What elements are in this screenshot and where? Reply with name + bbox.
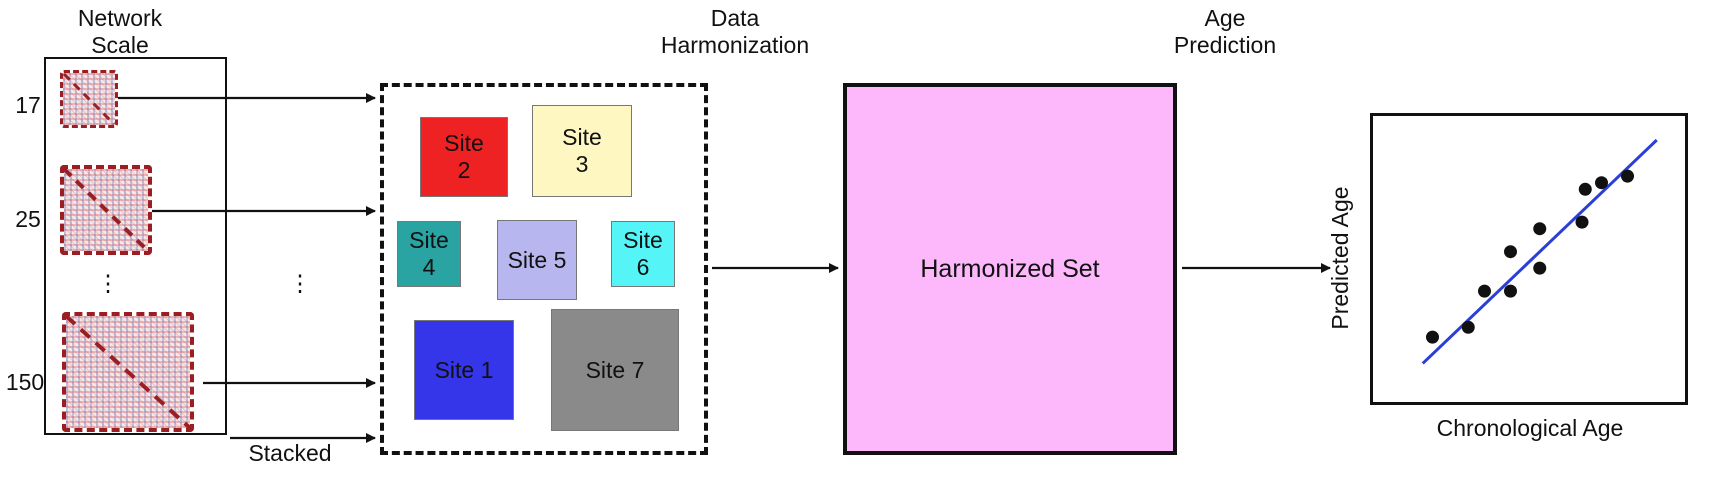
stacked-label: Stacked bbox=[248, 440, 332, 466]
scale-label-150: 150 bbox=[5, 369, 45, 395]
scatter-point bbox=[1461, 320, 1475, 334]
site-4-box: Site 4 bbox=[397, 221, 461, 287]
chart-xlabel: Chronological Age bbox=[1436, 415, 1624, 441]
age-prediction-chart-frame bbox=[1370, 113, 1688, 405]
matrix-25-diagonal bbox=[62, 167, 150, 253]
regression-line bbox=[1421, 138, 1658, 365]
heading-data-harmonization: Data Harmonization bbox=[660, 5, 810, 58]
scatter-point bbox=[1504, 284, 1517, 298]
scatter-point bbox=[1504, 245, 1517, 259]
heading-network-scale: Network Scale bbox=[77, 5, 163, 58]
site-2-box: Site 2 bbox=[420, 117, 508, 197]
site-7-box: Site 7 bbox=[551, 309, 679, 431]
scatter-point bbox=[1575, 215, 1589, 229]
scatter-point bbox=[1426, 330, 1439, 344]
scatter-point bbox=[1533, 222, 1547, 236]
scatter-point bbox=[1478, 284, 1491, 298]
scatter-point bbox=[1533, 261, 1547, 275]
scale-label-17: 17 bbox=[15, 92, 41, 118]
arrows-ellipsis: ⋮ bbox=[288, 270, 312, 296]
matrix-17-diagonal bbox=[62, 72, 116, 126]
scale-ellipsis: ⋮ bbox=[96, 270, 120, 296]
network-scale-panel bbox=[44, 57, 227, 435]
site-5-box: Site 5 bbox=[497, 220, 577, 300]
heading-age-prediction: Age Prediction bbox=[1173, 5, 1277, 58]
site-6-box: Site 6 bbox=[611, 221, 675, 287]
site-1-box: Site 1 bbox=[414, 320, 514, 420]
site-3-box: Site 3 bbox=[532, 105, 632, 197]
scatter-point bbox=[1578, 182, 1592, 196]
harmonized-set-box: Harmonized Set bbox=[843, 83, 1177, 455]
scatter-point bbox=[1595, 176, 1608, 190]
matrix-150-diagonal bbox=[64, 314, 192, 430]
data-harmonization-panel bbox=[380, 83, 708, 455]
scatter-point bbox=[1621, 169, 1634, 183]
scale-label-25: 25 bbox=[15, 206, 41, 232]
